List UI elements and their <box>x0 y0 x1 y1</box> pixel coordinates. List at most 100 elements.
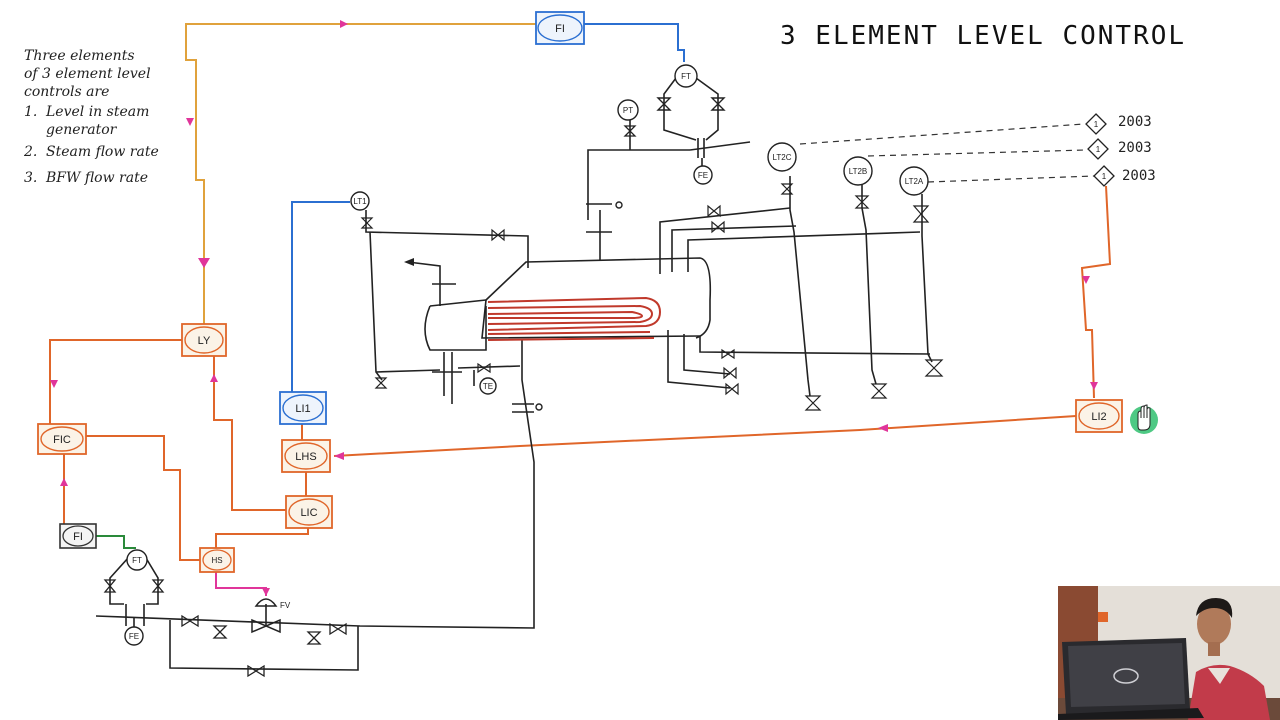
laptop-icon <box>1058 638 1204 720</box>
valve-icon <box>912 205 930 223</box>
fv-label: FV <box>280 601 291 610</box>
ft-bottom-impulse <box>145 557 159 605</box>
hs-box[interactable] <box>199 547 235 573</box>
heating-coil <box>487 337 655 341</box>
li2-box[interactable] <box>1075 399 1123 433</box>
lt2b-bubble[interactable] <box>843 156 873 186</box>
te-label: TE <box>483 382 493 391</box>
li1-bubble <box>282 394 324 422</box>
notes-item-2-line-1: Steam flow rate <box>46 144 159 160</box>
signal-arrow <box>1090 382 1098 390</box>
valve-icon <box>247 664 265 678</box>
signal-lic-to-ly <box>213 356 288 511</box>
heating-coil <box>487 310 644 319</box>
hs-label: HS <box>211 556 222 565</box>
signal-li2-to-lhs <box>333 415 1077 457</box>
lhs-box[interactable] <box>281 439 331 473</box>
dashed-lt2b <box>867 149 1087 157</box>
bottom-nozzle <box>667 330 731 389</box>
lhs-bubble <box>284 442 328 470</box>
valve-icon <box>854 195 870 209</box>
ft-impulse <box>663 77 697 141</box>
li1-label: LI1 <box>295 403 310 415</box>
fi-bottom-bubble <box>62 525 94 547</box>
notes-intro-line-3: controls are <box>24 84 109 100</box>
pt-label: PT <box>623 106 633 115</box>
top-nozzle <box>659 207 791 274</box>
lt2a-bubble[interactable] <box>899 166 929 196</box>
signal-arrow <box>262 588 270 596</box>
signal-ly-to-fic <box>49 339 182 424</box>
fic-label: FIC <box>53 434 71 446</box>
steam-generator <box>404 207 931 404</box>
signal-arrow <box>334 452 344 460</box>
ft-top-bubble[interactable] <box>674 64 698 88</box>
diamond-icon <box>1085 113 1107 135</box>
fi-top-bubble <box>537 14 583 42</box>
diamond-icon <box>1087 138 1109 160</box>
signal-arrow <box>878 424 888 432</box>
valve-icon <box>329 622 347 636</box>
ly-label: LY <box>198 335 211 347</box>
valve-icon <box>656 97 672 111</box>
bottom-nozzle <box>683 334 731 375</box>
lt1-bubble[interactable] <box>350 191 370 211</box>
signal-lt1-to-li1 <box>291 201 350 394</box>
signal-arrow <box>1082 276 1090 284</box>
bfw-header <box>95 340 535 629</box>
valve-icon <box>870 383 888 399</box>
valve-icon <box>924 359 944 377</box>
notes-intro-line-1: Three elements <box>24 48 135 64</box>
te-line <box>457 365 521 369</box>
valve-icon <box>181 614 199 628</box>
valve-icon <box>103 579 117 593</box>
signal-fic-to-hs <box>86 435 200 561</box>
fic-box[interactable] <box>37 423 87 455</box>
fe-top-bubble[interactable] <box>693 165 713 185</box>
voting-ref-1: 1 2003 <box>1085 113 1152 135</box>
signal-arrow <box>60 478 68 486</box>
ft-top-label: FT <box>681 72 691 81</box>
bottom-nozzle <box>699 336 931 355</box>
voting-ref-2-num: 1 <box>1096 145 1101 154</box>
dashed-lt2c <box>799 123 1085 145</box>
valve-icon <box>804 395 822 411</box>
valve-icon <box>710 97 726 111</box>
voting-ref-3: 1 2003 <box>1093 165 1156 187</box>
steam-line <box>587 149 690 220</box>
valve-icon <box>711 220 725 234</box>
lt2b-leg <box>861 184 877 385</box>
voting-ref-2-label: 2003 <box>1118 140 1152 156</box>
ly-bubble <box>184 326 224 354</box>
valve-icon <box>151 579 165 593</box>
signal-arrow <box>186 118 194 126</box>
fe-bottom-label: FE <box>129 632 139 641</box>
valve-icon <box>374 377 388 389</box>
signal-fi-to-ly <box>185 23 536 324</box>
li1-box[interactable] <box>279 391 327 425</box>
te-bubble[interactable] <box>479 377 497 395</box>
ft-bottom-impulse <box>109 557 129 605</box>
voting-ref-1-label: 2003 <box>1118 114 1152 130</box>
fi-top-box[interactable] <box>535 11 585 45</box>
fe-bottom-bubble[interactable] <box>124 626 144 646</box>
hand-cursor-icon <box>1130 404 1158 434</box>
notes-block: Three elements of 3 element level contro… <box>23 48 159 186</box>
signal-lic-to-hs <box>215 528 309 548</box>
lic-box[interactable] <box>285 495 333 529</box>
heating-coil <box>487 304 654 325</box>
lt2c-bubble[interactable] <box>767 142 797 172</box>
fi-bottom-box[interactable] <box>59 523 97 549</box>
valve-icon <box>723 366 737 380</box>
lt1-impulse-lower <box>375 369 441 373</box>
voting-ref-3-label: 2003 <box>1122 168 1156 184</box>
pt-bubble[interactable] <box>617 99 639 121</box>
ft-bottom-bubble[interactable] <box>126 549 148 571</box>
lt2c-leg <box>789 176 811 397</box>
signal-arrow <box>210 374 218 382</box>
diamond-icon <box>1093 165 1115 187</box>
ly-box[interactable] <box>181 323 227 357</box>
voting-ref-1-num: 1 <box>1094 120 1099 129</box>
notes-intro-line-2: of 3 element level <box>24 66 151 82</box>
notes-item-1-line-1: Level in steam <box>45 104 149 120</box>
